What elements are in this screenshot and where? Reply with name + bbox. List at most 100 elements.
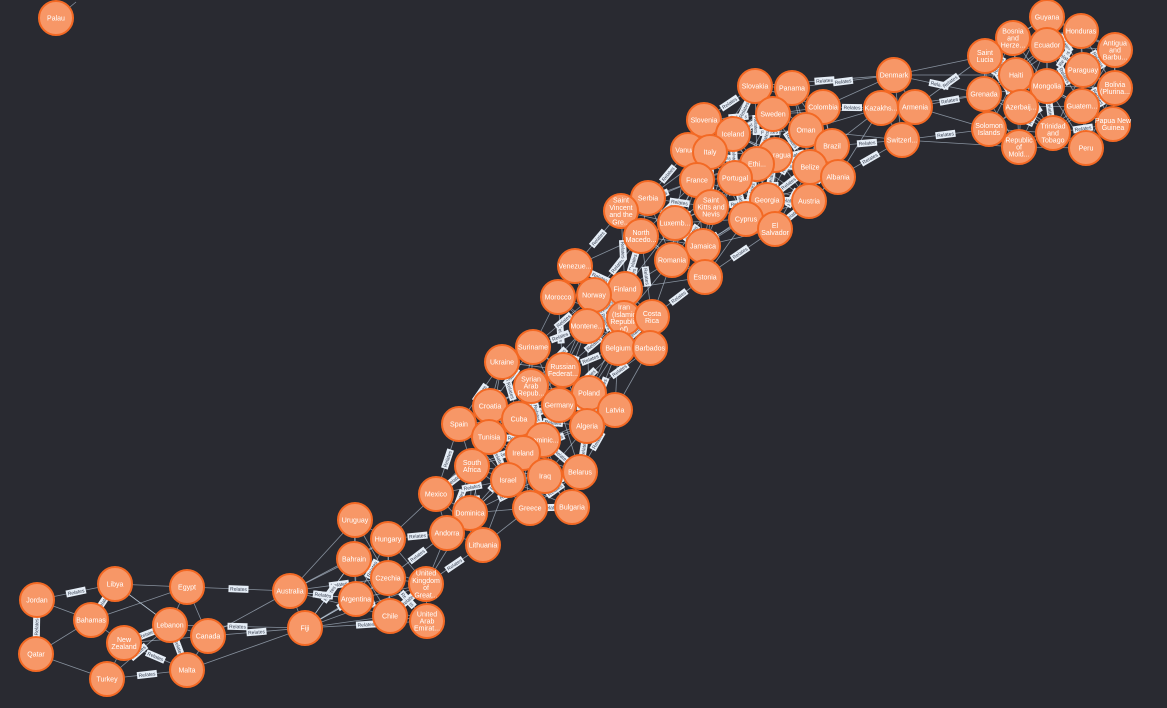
- node-circle[interactable]: [600, 330, 636, 366]
- country-node[interactable]: Spain: [441, 406, 477, 442]
- country-node[interactable]: AntiguaandBarbu...: [1097, 32, 1133, 68]
- country-node[interactable]: Israel: [490, 462, 526, 498]
- node-circle[interactable]: [634, 299, 670, 335]
- node-circle[interactable]: [971, 111, 1007, 147]
- node-circle[interactable]: [490, 462, 526, 498]
- node-circle[interactable]: [454, 448, 490, 484]
- relationship-edge[interactable]: [69, 1, 77, 8]
- node-circle[interactable]: [1063, 13, 1099, 49]
- country-node[interactable]: Uruguay: [337, 502, 373, 538]
- country-node[interactable]: Guatem...: [1064, 88, 1100, 124]
- node-circle[interactable]: [603, 193, 639, 229]
- country-node[interactable]: Ecuador: [1029, 27, 1065, 63]
- node-circle[interactable]: [429, 515, 465, 551]
- country-node[interactable]: Haiti: [998, 57, 1034, 93]
- node-circle[interactable]: [966, 76, 1002, 112]
- relationship-edge[interactable]: [186, 627, 306, 671]
- node-circle[interactable]: [1029, 68, 1065, 104]
- country-node[interactable]: Lithuania: [465, 527, 501, 563]
- node-circle[interactable]: [505, 435, 541, 471]
- country-node[interactable]: Turkey: [89, 661, 125, 697]
- country-node[interactable]: Armenia: [897, 89, 933, 125]
- node-circle[interactable]: [540, 279, 576, 315]
- node-circle[interactable]: [884, 122, 920, 158]
- node-circle[interactable]: [515, 329, 551, 365]
- node-circle[interactable]: [152, 607, 188, 643]
- node-circle[interactable]: [569, 408, 605, 444]
- country-node[interactable]: Albania: [820, 159, 856, 195]
- country-node[interactable]: Peru: [1068, 130, 1104, 166]
- country-node[interactable]: Canada: [190, 618, 226, 654]
- country-node[interactable]: Iraq: [527, 458, 563, 494]
- node-circle[interactable]: [1068, 130, 1104, 166]
- country-node[interactable]: Egypt: [169, 569, 205, 605]
- country-node[interactable]: Barbados: [632, 330, 668, 366]
- relationship-edge[interactable]: [901, 139, 1020, 148]
- node-circle[interactable]: [372, 598, 408, 634]
- node-circle[interactable]: [897, 89, 933, 125]
- node-circle[interactable]: [1064, 88, 1100, 124]
- country-node[interactable]: Morocco: [540, 279, 576, 315]
- node-circle[interactable]: [774, 70, 810, 106]
- node-circle[interactable]: [998, 57, 1034, 93]
- node-circle[interactable]: [409, 603, 445, 639]
- node-circle[interactable]: [687, 259, 723, 295]
- node-circle[interactable]: [370, 521, 406, 557]
- node-circle[interactable]: [89, 661, 125, 697]
- country-node[interactable]: Austria: [791, 183, 827, 219]
- node-circle[interactable]: [1029, 27, 1065, 63]
- node-circle[interactable]: [287, 610, 323, 646]
- country-node[interactable]: Belgium: [600, 330, 636, 366]
- node-circle[interactable]: [717, 160, 753, 196]
- country-node[interactable]: Palau: [38, 0, 74, 36]
- country-node[interactable]: Algeria: [569, 408, 605, 444]
- node-circle[interactable]: [97, 566, 133, 602]
- country-node[interactable]: Libya: [97, 566, 133, 602]
- node-circle[interactable]: [654, 242, 690, 278]
- country-node[interactable]: Bahrain: [336, 541, 372, 577]
- node-circle[interactable]: [632, 330, 668, 366]
- node-circle[interactable]: [791, 183, 827, 219]
- node-circle[interactable]: [545, 352, 581, 388]
- node-circle[interactable]: [995, 20, 1031, 56]
- node-circle[interactable]: [38, 0, 74, 36]
- node-circle[interactable]: [569, 308, 605, 344]
- node-circle[interactable]: [465, 527, 501, 563]
- node-circle[interactable]: [441, 406, 477, 442]
- node-circle[interactable]: [557, 248, 593, 284]
- node-circle[interactable]: [623, 218, 659, 254]
- country-node[interactable]: UnitedArabEmirat...: [409, 603, 445, 639]
- node-circle[interactable]: [169, 652, 205, 688]
- node-circle[interactable]: [1095, 106, 1131, 142]
- country-node[interactable]: Paraguay: [1065, 52, 1101, 88]
- node-circle[interactable]: [73, 602, 109, 638]
- country-node[interactable]: Qatar: [18, 636, 54, 672]
- country-node[interactable]: Argentina: [338, 581, 374, 617]
- country-node[interactable]: Bahamas: [73, 602, 109, 638]
- node-circle[interactable]: [513, 368, 549, 404]
- country-node[interactable]: Hungary: [370, 521, 406, 557]
- node-circle[interactable]: [190, 618, 226, 654]
- country-node[interactable]: Luxemb...: [657, 205, 693, 241]
- country-node[interactable]: Fiji: [287, 610, 323, 646]
- country-node[interactable]: Grenada: [966, 76, 1002, 112]
- node-circle[interactable]: [967, 38, 1003, 74]
- node-circle[interactable]: [106, 625, 142, 661]
- node-circle[interactable]: [820, 159, 856, 195]
- country-node[interactable]: RepublicofMold...: [1001, 129, 1037, 165]
- node-circle[interactable]: [370, 560, 406, 596]
- node-circle[interactable]: [685, 228, 721, 264]
- node-circle[interactable]: [452, 495, 488, 531]
- country-node[interactable]: Chile: [372, 598, 408, 634]
- country-node[interactable]: Mexico: [418, 476, 454, 512]
- node-circle[interactable]: [169, 569, 205, 605]
- node-circle[interactable]: [418, 476, 454, 512]
- node-circle[interactable]: [527, 458, 563, 494]
- country-node[interactable]: Switzerl...: [884, 122, 920, 158]
